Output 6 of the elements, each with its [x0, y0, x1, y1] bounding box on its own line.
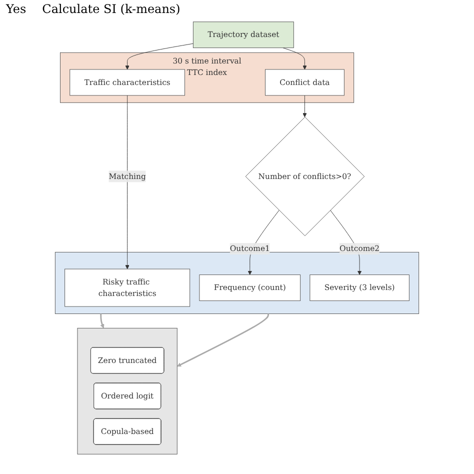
cluster [77, 328, 178, 454]
note-text: Yes [6, 2, 26, 16]
arrow [176, 314, 269, 367]
note-text: Calculate SI (k-means) [42, 2, 180, 16]
arrow [100, 314, 104, 328]
cluster [54, 252, 420, 314]
